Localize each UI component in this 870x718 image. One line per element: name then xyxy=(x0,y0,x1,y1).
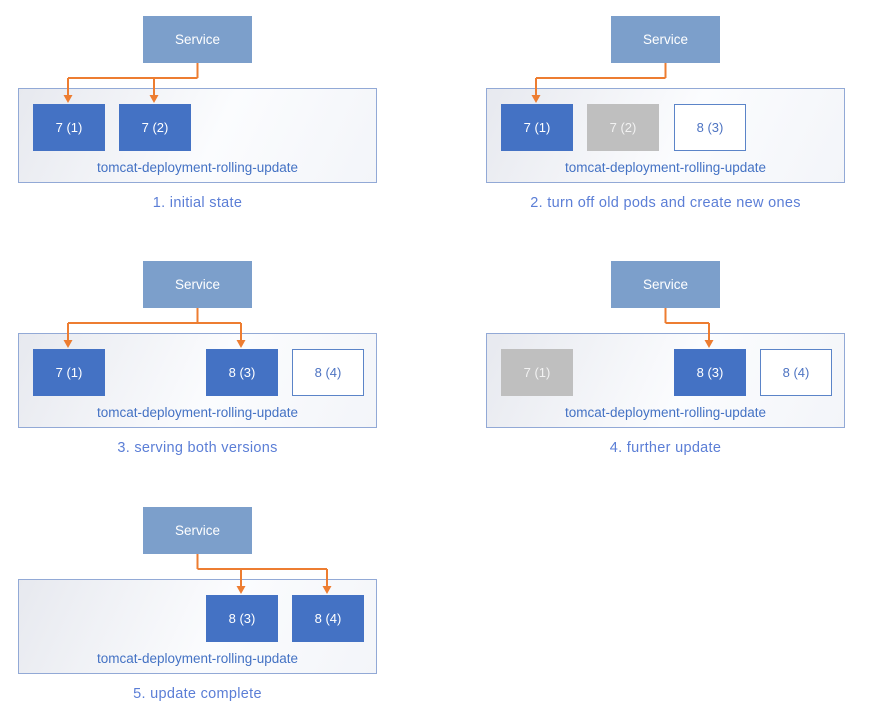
arrowhead-icon xyxy=(531,95,541,103)
pod-label: 7 (2) xyxy=(141,120,169,135)
pod-7-1: 7 (1) xyxy=(33,349,105,396)
pod-8-3: 8 (3) xyxy=(206,349,278,396)
pod-label: 8 (4) xyxy=(314,365,342,380)
stage-caption: 3. serving both versions xyxy=(117,440,278,456)
pod-label: 8 (3) xyxy=(228,365,256,380)
pod-7-1: 7 (1) xyxy=(501,104,573,151)
deployment-name-label: tomcat-deployment-rolling-update xyxy=(564,160,767,175)
pod-label: 7 (1) xyxy=(523,120,551,135)
panel-1: Service 7 (1) 7 (2) tomcat-deployment-rolli… xyxy=(0,0,435,246)
deployment-name-label: tomcat-deployment-rolling-update xyxy=(96,160,299,175)
stage-caption: 2. turn off old pods and create new ones xyxy=(530,195,801,211)
pod-label: 8 (3) xyxy=(696,365,724,380)
service-box: Service xyxy=(143,261,252,308)
pod-label: 7 (1) xyxy=(523,365,551,380)
deployment-box: 8 (3) 8 (4) tomcat-deployment-rolling-upda… xyxy=(18,579,377,674)
arrowhead-icon xyxy=(704,340,714,348)
service-label: Service xyxy=(642,32,688,47)
deployment-name-label: tomcat-deployment-rolling-update xyxy=(96,651,299,666)
service-label: Service xyxy=(174,32,220,47)
service-to-pod-arrows xyxy=(63,63,199,103)
pod-8-4: 8 (4) xyxy=(292,595,364,642)
service-to-pod-arrows xyxy=(196,554,332,594)
arrowhead-icon xyxy=(63,340,73,348)
deployment-box: 7 (1) 7 (2) 8 (3) tomcat-deployment-rolling… xyxy=(486,88,845,183)
pod-label: 8 (4) xyxy=(782,365,810,380)
pod-7-2: 7 (2) xyxy=(587,104,659,151)
service-label: Service xyxy=(174,277,220,292)
deployment-box: 7 (1) 8 (3) 8 (4) tomcat-deployment-rolling… xyxy=(18,333,377,428)
stage-caption: 1. initial state xyxy=(152,195,243,211)
service-to-pod-arrows xyxy=(63,308,246,348)
deployment-name-label: tomcat-deployment-rolling-update xyxy=(96,405,299,420)
service-box: Service xyxy=(611,261,720,308)
pod-8-3: 8 (3) xyxy=(674,104,746,151)
pod-7-2: 7 (2) xyxy=(119,104,191,151)
pod-7-1: 7 (1) xyxy=(501,349,573,396)
pod-label: 7 (1) xyxy=(55,120,83,135)
pod-8-3: 8 (3) xyxy=(206,595,278,642)
service-to-pod-arrows xyxy=(664,308,714,348)
pod-7-1: 7 (1) xyxy=(33,104,105,151)
arrowhead-icon xyxy=(322,586,332,594)
pod-8-4: 8 (4) xyxy=(760,349,832,396)
pod-8-3: 8 (3) xyxy=(674,349,746,396)
deployment-box: 7 (1) 8 (3) 8 (4) tomcat-deployment-rolling… xyxy=(486,333,845,428)
arrowhead-icon xyxy=(149,95,159,103)
pod-8-4: 8 (4) xyxy=(292,349,364,396)
service-box: Service xyxy=(143,16,252,63)
panel-2: Service 7 (1) 7 (2) 8 (3) tomcat-deployment-… xyxy=(435,0,870,246)
arrowhead-icon xyxy=(63,95,73,103)
panel-4: Service 7 (1) 8 (3) 8 (4) tomcat-deployment-… xyxy=(435,245,870,491)
panel-5: Service 8 (3) 8 (4) tomcat-deployment-rolli… xyxy=(0,491,435,718)
pod-label: 7 (1) xyxy=(55,365,83,380)
pod-label: 8 (3) xyxy=(696,120,724,135)
deployment-box: 7 (1) 7 (2) tomcat-deployment-rolling-upda… xyxy=(18,88,377,183)
service-box: Service xyxy=(143,507,252,554)
service-to-pod-arrows xyxy=(531,63,667,103)
service-label: Service xyxy=(174,523,220,538)
pod-label: 8 (4) xyxy=(314,611,342,626)
panel-3: Service 7 (1) 8 (3) 8 (4) tomcat-deployment-… xyxy=(0,245,435,491)
service-box: Service xyxy=(611,16,720,63)
stage-caption: 5. update complete xyxy=(133,686,262,702)
service-label: Service xyxy=(642,277,688,292)
arrowhead-icon xyxy=(236,586,246,594)
arrowhead-icon xyxy=(236,340,246,348)
pod-label: 7 (2) xyxy=(609,120,637,135)
stage-caption: 4. further update xyxy=(609,440,722,456)
pod-label: 8 (3) xyxy=(228,611,256,626)
deployment-name-label: tomcat-deployment-rolling-update xyxy=(564,405,767,420)
